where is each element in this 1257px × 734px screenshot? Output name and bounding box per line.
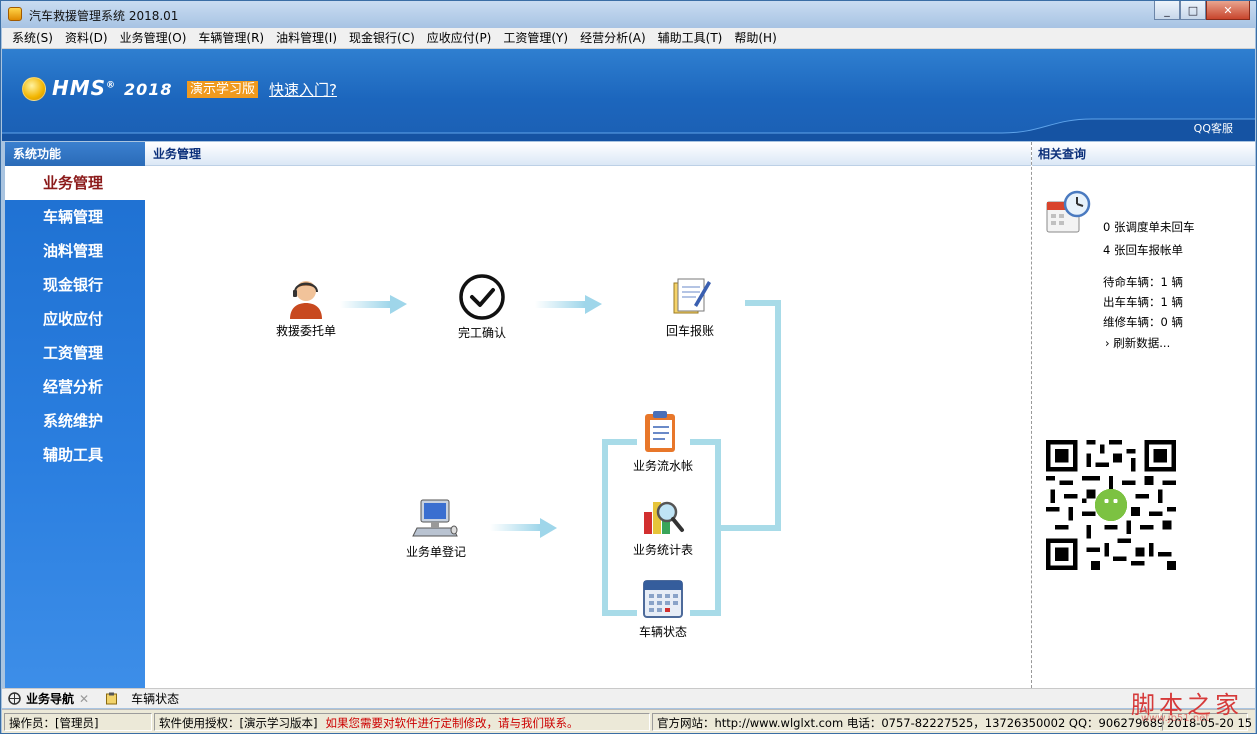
flow-connectors bbox=[340, 295, 781, 616]
nav-wheel-icon bbox=[8, 692, 21, 705]
menu-tools[interactable]: 辅助工具(T) bbox=[657, 30, 723, 45]
quick-start-link[interactable]: 快速入门? bbox=[269, 81, 337, 99]
sidebar-header: 系统功能 bbox=[5, 142, 145, 166]
node-label: 业务统计表 bbox=[632, 543, 693, 557]
node-business-statistics[interactable]: 业务统计表 bbox=[628, 492, 698, 558]
node-label: 车辆状态 bbox=[638, 625, 687, 639]
panel-title: 业务管理 bbox=[145, 142, 1031, 166]
return-bills-text: 4 张回车报帐单 bbox=[1103, 243, 1183, 257]
node-label: 业务单登记 bbox=[405, 545, 466, 559]
tab-business-nav[interactable]: 业务导航 ✕ bbox=[2, 689, 99, 709]
logo-icon bbox=[22, 77, 46, 101]
document-pen-icon bbox=[673, 278, 711, 314]
menu-payroll[interactable]: 工资管理(Y) bbox=[503, 30, 569, 45]
sidebar: 系统功能 业务管理 车辆管理 油料管理 现金银行 应收应付 工资管理 经营分析 … bbox=[5, 142, 145, 688]
node-label: 救援委托单 bbox=[275, 324, 336, 338]
tab-label: 车辆状态 bbox=[131, 692, 180, 706]
standby-vehicles-text: 待命车辆：1 辆 bbox=[1103, 275, 1183, 289]
node-label: 回车报账 bbox=[665, 324, 714, 338]
status-contact: 官方网站：http://www.wlglxt.com 电话：0757-82227… bbox=[652, 712, 1164, 731]
node-label: 完工确认 bbox=[457, 326, 506, 340]
tab-label: 业务导航 bbox=[26, 692, 75, 706]
sidebar-item-fuel[interactable]: 油料管理 bbox=[43, 242, 104, 260]
chart-magnifier-icon bbox=[644, 501, 684, 534]
watermark-text: 脚本之家 bbox=[1131, 691, 1243, 719]
menu-system[interactable]: 系统(S) bbox=[12, 30, 53, 45]
dispatch-unreturned-text: 0 张调度单未回车 bbox=[1103, 220, 1195, 234]
flow-arrow bbox=[535, 295, 602, 314]
node-vehicle-status[interactable]: 车辆状态 bbox=[628, 576, 698, 640]
status-bar: 操作员：[管理员] 软件使用授权：[演示学习版本]如果您需要对软件进行定制修改，… bbox=[2, 709, 1255, 733]
minimize-button[interactable]: _ bbox=[1154, 1, 1180, 20]
flow-line-return-to-journal bbox=[721, 300, 781, 531]
flow-arrow bbox=[490, 518, 557, 538]
flow-bracket-left bbox=[602, 439, 637, 616]
tab-vehicle-status[interactable]: 车辆状态 bbox=[99, 689, 189, 709]
menu-business[interactable]: 业务管理(O) bbox=[119, 30, 187, 45]
sidebar-item-tools[interactable]: 辅助工具 bbox=[43, 446, 104, 464]
qq-service-link[interactable]: QQ客服 bbox=[1193, 122, 1233, 135]
edition-badge: 演示学习版 bbox=[187, 81, 259, 98]
flow-arrow bbox=[340, 295, 407, 314]
node-completion-confirm[interactable]: 完工确认 bbox=[447, 273, 517, 341]
node-label: 业务流水帐 bbox=[632, 459, 693, 473]
status-operator: 操作员：[管理员] bbox=[4, 712, 152, 731]
operator-headset-icon bbox=[290, 281, 322, 319]
window-controls: _ □ ✕ bbox=[1154, 1, 1250, 21]
repair-vehicles-text: 维修车辆：0 辆 bbox=[1103, 315, 1183, 329]
sidebar-item-receivable-payable[interactable]: 应收应付 bbox=[43, 310, 104, 328]
business-flow-panel: 业务管理 bbox=[145, 142, 1031, 688]
clipboard-icon bbox=[645, 411, 675, 452]
clipboard-small-icon bbox=[106, 692, 118, 705]
sidebar-item-payroll[interactable]: 工资管理 bbox=[43, 344, 104, 362]
sidebar-item-vehicle[interactable]: 车辆管理 bbox=[43, 208, 104, 226]
logo-text: HMS® 2018 bbox=[52, 76, 173, 100]
menu-receivable-payable[interactable]: 应收应付(P) bbox=[426, 30, 492, 45]
flow-bracket-right bbox=[690, 439, 721, 616]
menu-cash-bank[interactable]: 现金银行(C) bbox=[349, 30, 415, 45]
watermark-url: www.jb51.net bbox=[1141, 713, 1210, 724]
related-query-title: 相关查询 bbox=[1032, 142, 1255, 166]
computer-icon bbox=[412, 499, 458, 537]
refresh-data-link[interactable]: › 刷新数据... bbox=[1105, 336, 1171, 350]
menu-fuel[interactable]: 油料管理(I) bbox=[276, 30, 338, 45]
node-business-journal[interactable]: 业务流水帐 bbox=[628, 408, 698, 474]
bottom-tab-bar: 业务导航 ✕ 车辆状态 bbox=[2, 688, 1255, 708]
sidebar-item-analysis[interactable]: 经营分析 bbox=[43, 378, 104, 396]
node-return-reimburse[interactable]: 回车报账 bbox=[655, 275, 725, 339]
window-title: 汽车救援管理系统 2018.01 bbox=[29, 9, 179, 23]
node-rescue-order[interactable]: 救援委托单 bbox=[266, 275, 346, 339]
related-query-panel: 相关查询 0 张调度单未回车 4 张回车报帐单 待命车辆：1 辆 出车车辆：1 … bbox=[1031, 142, 1255, 688]
status-license: 软件使用授权：[演示学习版本]如果您需要对软件进行定制修改，请与我们联系。 bbox=[154, 712, 650, 731]
menu-bar: 系统(S) 资料(D) 业务管理(O) 车辆管理(R) 油料管理(I) 现金银行… bbox=[2, 28, 1255, 49]
checkmark-circle-icon bbox=[459, 274, 505, 320]
calendar-clock-icon bbox=[1046, 190, 1091, 233]
menu-help[interactable]: 帮助(H) bbox=[734, 30, 777, 45]
menu-data[interactable]: 资料(D) bbox=[64, 30, 108, 45]
calendar-icon bbox=[643, 580, 683, 618]
qr-code-image bbox=[1046, 440, 1176, 570]
close-tab-icon[interactable]: ✕ bbox=[79, 691, 90, 706]
app-icon bbox=[8, 7, 22, 21]
sidebar-item-cash-bank[interactable]: 现金银行 bbox=[43, 276, 104, 294]
title-bar: 汽车救援管理系统 2018.01 _ □ ✕ bbox=[1, 1, 1256, 28]
sidebar-item-business[interactable]: 业务管理 bbox=[5, 166, 145, 200]
out-vehicles-text: 出车车辆：1 辆 bbox=[1103, 295, 1183, 309]
menu-analysis[interactable]: 经营分析(A) bbox=[580, 30, 646, 45]
node-order-register[interactable]: 业务单登记 bbox=[398, 498, 474, 560]
status-date: 2018-05-20 15 bbox=[1162, 712, 1252, 731]
banner-wave-decoration bbox=[2, 118, 1255, 141]
menu-vehicle[interactable]: 车辆管理(R) bbox=[198, 30, 265, 45]
sidebar-item-maintenance[interactable]: 系统维护 bbox=[43, 412, 104, 430]
maximize-button[interactable]: □ bbox=[1180, 1, 1206, 20]
close-button[interactable]: ✕ bbox=[1206, 1, 1250, 20]
status-notice: 如果您需要对软件进行定制修改，请与我们联系。 bbox=[325, 715, 579, 730]
